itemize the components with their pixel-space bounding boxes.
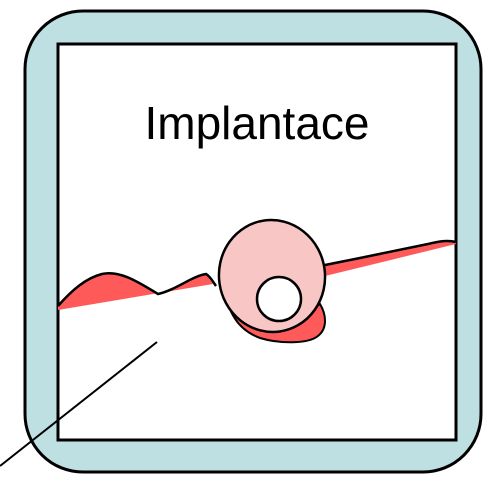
blastocyst-cavity: [257, 277, 301, 321]
diagram-title: Implantace: [144, 97, 369, 149]
